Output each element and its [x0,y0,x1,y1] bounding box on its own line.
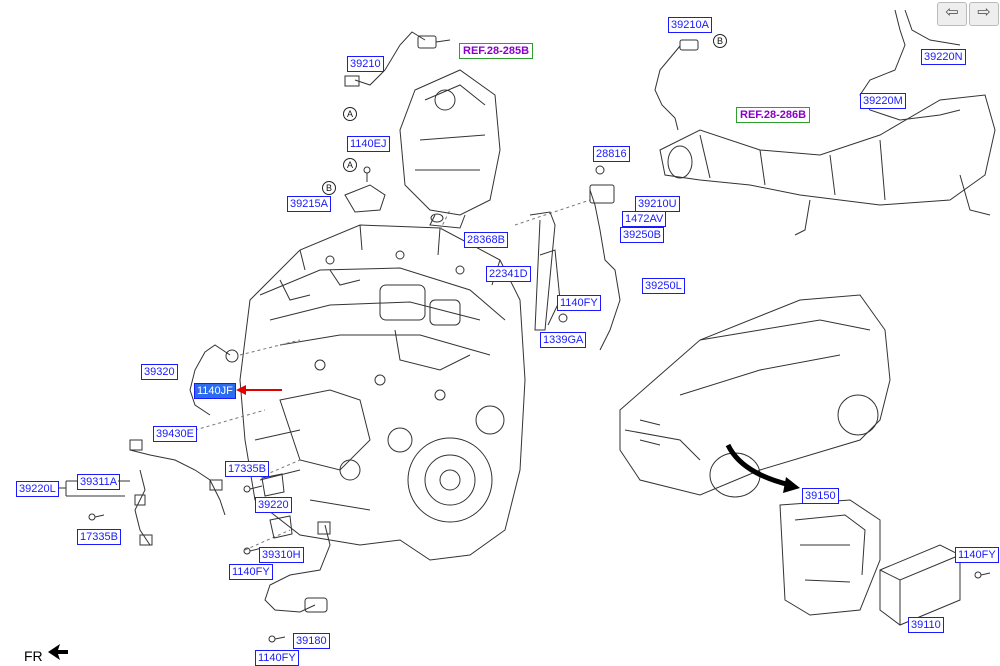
o2-sensor-39210a [654,39,699,131]
part-label-17335b-left[interactable]: 17335B [77,529,121,545]
part-label-39250l[interactable]: 39250L [642,278,685,294]
vehicle-to-ecu-arrowhead [783,477,800,493]
part-label-1140ej[interactable]: 1140EJ [347,136,390,152]
ecu-bracket [779,499,881,616]
bolts [88,485,991,643]
part-label-39220m[interactable]: 39220M [860,93,906,109]
part-label-39430e[interactable]: 39430E [153,426,197,442]
ref-link-28-286b[interactable]: REF.28-286B [736,107,811,123]
part-label-1140fy[interactable]: 1140FY [557,295,601,311]
part-label-1339ga[interactable]: 1339GA [540,332,587,348]
selected-part-arrowhead [236,385,246,395]
part-label-39210[interactable]: 39210 [347,56,384,72]
part-label-39220n[interactable]: 39220N [921,49,966,65]
o2-sensor-upper [344,31,451,87]
engine-block [239,224,526,561]
part-label-39220[interactable]: 39220 [255,497,292,513]
sensor-brackets [261,473,293,539]
vacuum-hose [529,165,621,351]
vehicle-to-ecu-arrow [725,443,791,488]
forward-button[interactable]: ⇨ [969,2,999,26]
part-label-17335b[interactable]: 17335B [225,461,269,477]
part-label-39150[interactable]: 39150 [802,488,839,504]
part-label-39250b[interactable]: 39250B [620,227,664,243]
crank-sensor [264,521,331,613]
back-button[interactable]: ⇦ [937,2,967,26]
sensor-bracket [344,166,386,213]
part-label-1140fy-left[interactable]: 1140FY [229,564,273,580]
part-label-28816[interactable]: 28816 [593,146,630,162]
part-label-39210u[interactable]: 39210U [635,196,680,212]
arrow-right-icon: ⇨ [977,4,991,21]
ref-link-28-285b[interactable]: REF.28-285B [459,43,534,59]
part-label-39110[interactable]: 39110 [908,617,944,633]
callout-b-left: B [322,181,336,195]
part-label-1472av[interactable]: 1472AV [622,211,667,227]
part-label-39310h[interactable]: 39310H [259,547,304,563]
wiring-harness [129,344,239,546]
o2-sensor-39220 [859,9,961,121]
part-label-28368b[interactable]: 28368B [464,232,508,248]
part-label-39210a[interactable]: 39210A [668,17,712,33]
part-label-39311a[interactable]: 39311A [77,474,121,490]
catalytic-converter [399,69,501,229]
callout-a-upper: A [343,107,357,121]
ecu-module [879,544,961,626]
part-label-39320[interactable]: 39320 [141,364,178,380]
callout-b-right: B [713,34,727,48]
front-direction-arrow [48,644,68,660]
callout-a-lower: A [343,158,357,172]
part-label-39215a[interactable]: 39215A [287,196,331,212]
front-direction-label: FR [24,648,43,664]
part-label-39220l[interactable]: 39220L [16,481,59,497]
part-label-22341d[interactable]: 22341D [486,266,531,282]
arrow-left-icon: ⇦ [945,4,959,21]
vehicle-outline [619,294,891,498]
part-label-1140fy-right[interactable]: 1140FY [955,547,999,563]
exhaust-pipe [659,94,996,236]
part-label-1140jf-selected[interactable]: 1140JF [194,383,236,399]
part-label-39180[interactable]: 39180 [293,633,330,649]
